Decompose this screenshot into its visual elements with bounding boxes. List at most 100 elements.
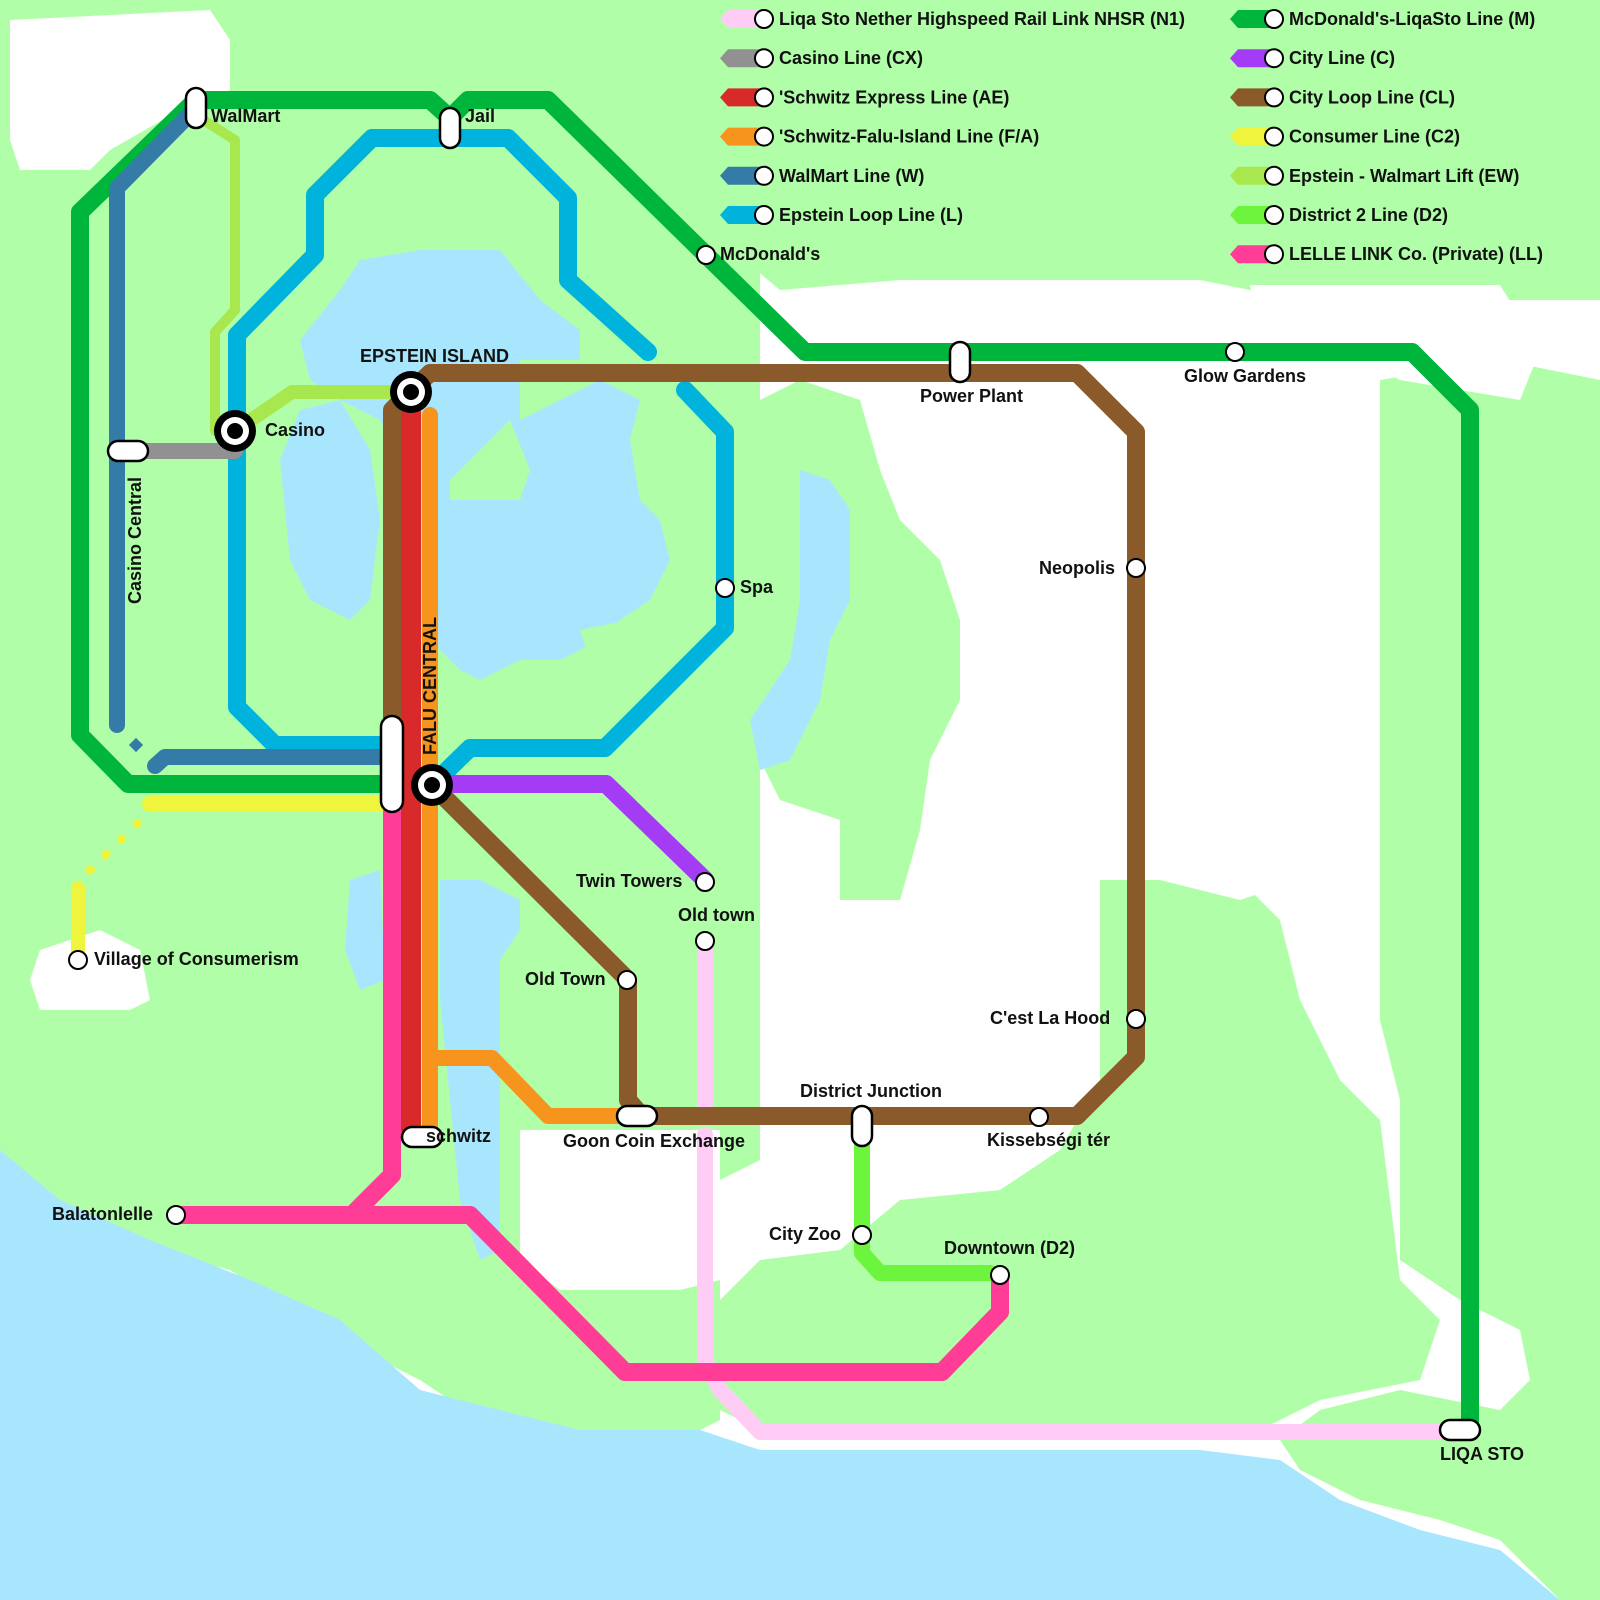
legend-item-d2: District 2 Line (D2): [1230, 205, 1448, 225]
lake-islands: [320, 170, 640, 700]
island-west: [320, 620, 380, 700]
legend-label: Consumer Line (C2): [1289, 127, 1460, 147]
label-liqa-sto: LIQA STO: [1440, 1444, 1524, 1464]
legend-station-icon: [1264, 126, 1284, 147]
route-ew: [195, 113, 240, 436]
legend-item-ew: Epstein - Walmart Lift (EW): [1230, 165, 1519, 186]
label-old-town-brown: Old Town: [525, 969, 606, 989]
legend-label: Epstein - Walmart Lift (EW): [1289, 166, 1519, 186]
route-ll: [167, 803, 401, 1224]
station-casino-central-marker[interactable]: [106, 439, 150, 463]
station-labels: WalMart Jail McDonald's EPSTEIN ISLAND C…: [52, 106, 1524, 1464]
label-twin-towers: Twin Towers: [576, 871, 682, 891]
void-northeast-upper: [1250, 285, 1540, 400]
station-spa-marker[interactable]: [715, 578, 735, 598]
station-epstein-island-marker[interactable]: [390, 371, 432, 413]
lake-west-lobe: [280, 400, 380, 620]
label-district-junction: District Junction: [800, 1081, 942, 1101]
label-neopolis: Neopolis: [1039, 558, 1115, 578]
label-cest-la-hood: C'est La Hood: [990, 1008, 1110, 1028]
station-cest-la-hood-marker[interactable]: [1126, 1009, 1146, 1029]
label-casino-central: Casino Central: [125, 477, 145, 604]
station-falu-central-marker[interactable]: [411, 764, 453, 806]
legend-item-cx: Casino Line (CX): [720, 48, 923, 69]
station-jail-marker[interactable]: [438, 106, 462, 150]
land-southeast: [720, 880, 1440, 1440]
station-city-zoo-marker[interactable]: [852, 1225, 872, 1245]
legend-swatch: [1230, 166, 1274, 185]
void-east-column: [1150, 380, 1360, 900]
station-casino-marker[interactable]: [214, 410, 256, 452]
legend-station-icon: [754, 9, 774, 29]
label-mcdonalds: McDonald's: [720, 244, 820, 264]
river-central: [750, 470, 850, 770]
station-walmart-marker[interactable]: [184, 86, 208, 130]
station-downtown-marker[interactable]: [990, 1265, 1010, 1285]
sea-south: [0, 1150, 1560, 1600]
station-old-town-pink-marker[interactable]: [695, 931, 715, 951]
legend-swatch: [1230, 88, 1274, 107]
label-epstein-island: EPSTEIN ISLAND: [360, 346, 509, 366]
label-jail: Jail: [465, 106, 495, 126]
route-fa-branch: [422, 1050, 640, 1124]
legend-swatch: [1230, 206, 1274, 224]
route-ew-2: [228, 385, 417, 438]
station-kissebsegi-marker[interactable]: [1029, 1107, 1049, 1127]
station-balatonlelle-marker[interactable]: [166, 1205, 186, 1225]
legend-label: Epstein Loop Line (L): [779, 205, 963, 225]
route-w-marker: [128, 737, 144, 753]
legend-label: McDonald's-LiqaSto Line (M): [1289, 9, 1535, 29]
route-c2-dashes: [76, 819, 142, 884]
station-falu-platform-marker[interactable]: [379, 714, 405, 814]
void-northwest: [10, 10, 230, 170]
route-n1-south: [697, 1127, 1448, 1440]
station-schwitz-marker[interactable]: [400, 1125, 444, 1149]
legend-label: WalMart Line (W): [779, 166, 924, 186]
legend-item-m: McDonald's-LiqaSto Line (M): [1230, 9, 1535, 29]
legend-station-icon: [754, 126, 774, 147]
station-neopolis-marker[interactable]: [1126, 558, 1146, 578]
island-middle: [450, 420, 530, 500]
station-village-marker[interactable]: [68, 950, 88, 970]
legend-label: 'Schwitz Express Line (AE): [779, 87, 1009, 107]
station-glow-gardens-marker[interactable]: [1225, 342, 1245, 362]
legend-swatch: [1230, 127, 1274, 146]
legend-station-icon: [1264, 205, 1284, 225]
station-power-plant-marker[interactable]: [948, 340, 972, 384]
legend-item-w: WalMart Line (W): [720, 165, 924, 186]
legend-label: District 2 Line (D2): [1289, 205, 1448, 225]
island-small: [580, 620, 640, 660]
route-d2: [854, 1132, 998, 1281]
station-mcdonalds-marker[interactable]: [696, 245, 716, 265]
station-district-junction-marker[interactable]: [850, 1104, 874, 1148]
label-kissebsegi: Kissebségi tér: [987, 1130, 1110, 1150]
legend-swatch: [1230, 245, 1274, 264]
island-north: [405, 170, 500, 240]
legend-label: City Line (C): [1289, 48, 1395, 68]
legend-label: Liqa Sto Nether Highspeed Rail Link NHSR…: [779, 9, 1185, 29]
legend-label: City Loop Line (CL): [1289, 87, 1455, 107]
label-goon-coin: Goon Coin Exchange: [563, 1131, 745, 1151]
station-twin-towers-marker[interactable]: [695, 872, 715, 892]
label-balatonlelle: Balatonlelle: [52, 1204, 153, 1224]
legend-item-c2: Consumer Line (C2): [1230, 126, 1460, 147]
legend-station-icon: [754, 205, 774, 225]
station-goon-coin-marker[interactable]: [615, 1104, 659, 1128]
station-old-town-brown-marker[interactable]: [617, 970, 637, 990]
legend-item-fa: 'Schwitz-Falu-Island Line (F/A): [720, 126, 1039, 147]
river-south: [440, 880, 520, 1260]
legend-item-c: City Line (C): [1230, 48, 1395, 69]
void-center-east: [870, 380, 1150, 1100]
stations: [68, 86, 1482, 1442]
legend-station-icon: [754, 87, 774, 108]
station-liqa-sto-marker[interactable]: [1438, 1418, 1482, 1442]
legend-swatch: [720, 88, 764, 107]
label-downtown: Downtown (D2): [944, 1238, 1075, 1258]
legend-item-ae: 'Schwitz Express Line (AE): [720, 87, 1009, 108]
label-village: Village of Consumerism: [94, 949, 299, 969]
legend-swatch: [720, 49, 764, 68]
label-spa: Spa: [740, 577, 774, 597]
label-walmart: WalMart: [211, 106, 280, 126]
water-layer: [0, 250, 1560, 1600]
